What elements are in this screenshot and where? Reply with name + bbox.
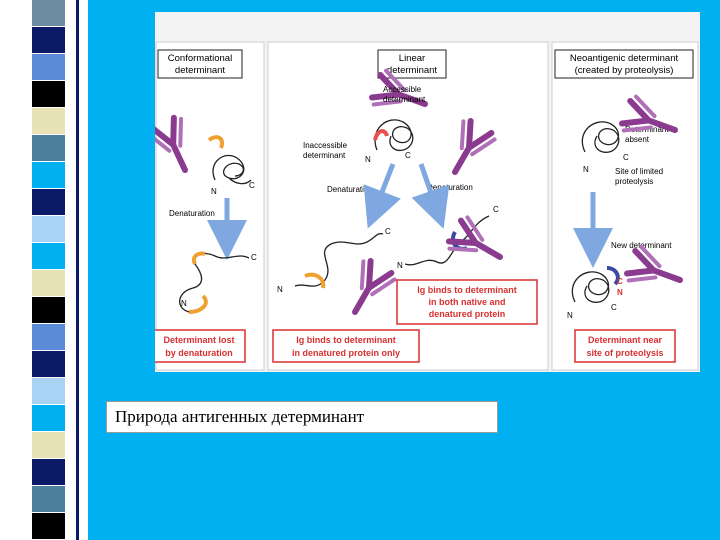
antigenic-determinants-figure: Conformational determinant Linear determ… <box>155 12 700 372</box>
svg-text:N: N <box>211 187 217 196</box>
svg-text:Denaturation: Denaturation <box>427 183 473 192</box>
stripe-square <box>32 513 65 539</box>
stripe-square <box>32 486 65 512</box>
panel-2-left-determinant <box>304 272 326 289</box>
svg-text:C: C <box>405 151 411 160</box>
svg-text:C: C <box>493 205 499 214</box>
panel-1-folded-protein <box>212 154 252 185</box>
panel-2-left-arrow <box>363 163 401 229</box>
svg-text:N: N <box>583 165 589 174</box>
panel-1-result-box: Determinant lost by denaturation <box>152 329 246 363</box>
decorative-stripe <box>0 0 88 540</box>
stripe-square <box>32 162 65 188</box>
stripe-square <box>32 27 65 53</box>
panel-2-result-box: Ig binds to determinant in denatured pro… <box>272 329 420 363</box>
svg-text:in denatured protein only: in denatured protein only <box>292 348 400 358</box>
stripe-square <box>32 324 65 350</box>
panel-1-split-determinant-a <box>192 251 206 265</box>
stripe-square <box>32 432 65 458</box>
svg-text:determinant: determinant <box>387 65 438 76</box>
panel-2-right-arrow <box>411 163 450 229</box>
svg-text:Accessible: Accessible <box>383 85 422 94</box>
svg-text:proteolysis: proteolysis <box>615 177 653 186</box>
svg-text:denatured protein: denatured protein <box>429 309 506 319</box>
stripe-square <box>32 81 65 107</box>
stripe-square <box>32 135 65 161</box>
svg-text:Denaturation: Denaturation <box>169 209 215 218</box>
stripe-square <box>32 459 65 485</box>
panel-2-denatured-left <box>294 232 384 287</box>
svg-text:Determinant lost: Determinant lost <box>163 335 234 345</box>
svg-text:site of proteolysis: site of proteolysis <box>586 348 663 358</box>
svg-text:(created by proteolysis): (created by proteolysis) <box>575 65 674 76</box>
svg-text:Site of limited: Site of limited <box>615 167 663 176</box>
svg-text:absent: absent <box>625 135 650 144</box>
slide-caption: Природа антигенных детерминант <box>106 401 498 433</box>
panel-2-header: Linear determinant <box>377 49 447 79</box>
stripe-square <box>32 216 65 242</box>
panel-1-native-determinant <box>207 135 224 149</box>
svg-text:C: C <box>251 253 257 262</box>
svg-text:N: N <box>397 261 403 270</box>
panel-3-cleaved-protein <box>571 271 610 303</box>
panel-2-accessible-determinant <box>373 129 389 141</box>
stripe-square <box>32 189 65 215</box>
svg-text:determinant: determinant <box>303 151 346 160</box>
svg-text:Inaccessible: Inaccessible <box>303 141 348 150</box>
svg-text:N: N <box>365 155 371 164</box>
svg-text:N: N <box>567 311 573 320</box>
panel-1-header: Conformational determinant <box>157 49 243 79</box>
svg-text:in both native and: in both native and <box>428 297 505 307</box>
stripe-square <box>32 270 65 296</box>
svg-text:N: N <box>181 299 187 308</box>
panel-2-box-right: Ig binds to determinant in both native a… <box>396 279 538 325</box>
svg-text:C: C <box>617 277 623 286</box>
svg-text:C: C <box>611 303 617 312</box>
stripe-square <box>32 351 65 377</box>
panel-3-result-box: Determinant near site of proteolysis <box>574 329 676 363</box>
svg-text:Linear: Linear <box>399 53 425 64</box>
stripe-square <box>32 108 65 134</box>
panel-3-header: Neoantigenic determinant (created by pro… <box>554 49 694 79</box>
svg-text:Denaturation: Denaturation <box>327 185 373 194</box>
svg-text:Ig binds to determinant: Ig binds to determinant <box>417 285 517 295</box>
svg-text:determinant: determinant <box>175 65 226 76</box>
svg-text:C: C <box>385 227 391 236</box>
svg-text:N: N <box>277 285 283 294</box>
stripe-square <box>32 378 65 404</box>
panel-3-frame <box>551 41 699 371</box>
svg-text:Neoantigenic determinant: Neoantigenic determinant <box>570 53 679 64</box>
stripe-square <box>32 243 65 269</box>
stripe-square <box>32 297 65 323</box>
svg-text:C: C <box>623 153 629 162</box>
panel-2-folded-protein <box>374 119 414 152</box>
svg-text:by denaturation: by denaturation <box>165 348 233 358</box>
stripe-square <box>32 54 65 80</box>
panel-1-split-determinant-b <box>188 294 208 314</box>
svg-text:N: N <box>617 288 623 297</box>
stripe-rule <box>76 0 79 540</box>
svg-text:determinant: determinant <box>383 95 426 104</box>
stripe-square <box>32 405 65 431</box>
stripe-square <box>32 0 65 26</box>
svg-text:Ig binds to determinant: Ig binds to determinant <box>296 335 396 345</box>
svg-text:C: C <box>249 181 255 190</box>
panel-3-new-determinant <box>606 266 620 286</box>
panel-1-frame <box>155 41 265 371</box>
figure-svg: Conformational determinant Linear determ… <box>152 41 699 371</box>
panel-3-folded-protein <box>581 121 620 153</box>
svg-text:Conformational: Conformational <box>168 53 232 64</box>
svg-text:Determinant near: Determinant near <box>588 335 663 345</box>
